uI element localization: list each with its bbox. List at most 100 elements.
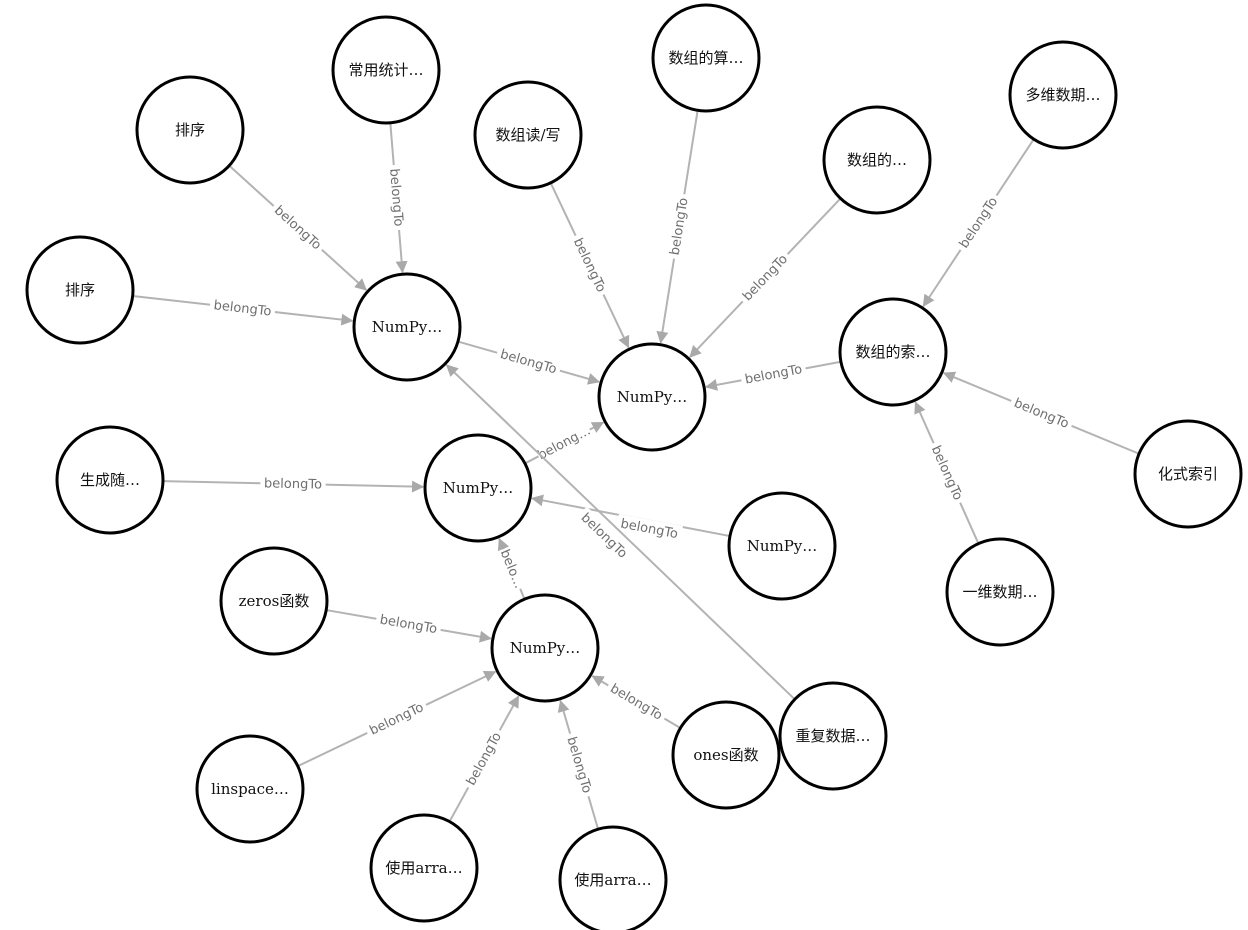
edge-label: belongTo (957, 195, 1002, 252)
graph-node-numpy_a[interactable]: NumPy… (352, 272, 462, 382)
edge-arra1-numpy_c: belongTo (448, 695, 520, 823)
edge-label-background (739, 359, 807, 388)
node-circle[interactable] (369, 813, 479, 923)
edge-label: belongTo (740, 252, 791, 304)
node-label: NumPy… (747, 537, 818, 555)
graph-node-duxie[interactable]: 数组读/写 (473, 80, 583, 190)
graph-node-ones[interactable]: ones函数 (671, 700, 781, 810)
node-circle[interactable] (423, 433, 533, 543)
node-label: NumPy… (443, 479, 514, 497)
graph-node-numpy_b[interactable]: NumPy… (423, 433, 533, 543)
node-circle[interactable] (597, 342, 707, 452)
graph-node-chongfu[interactable]: 重复数据… (778, 681, 888, 791)
node-circle[interactable] (1008, 40, 1118, 150)
edge-numpy_a-numpy_center: belongTo (457, 340, 601, 385)
edge-shengcheng-numpy_b: belongTo (162, 474, 425, 493)
graph-node-yiwei[interactable]: 一维数期… (945, 537, 1055, 647)
edge-yiwei-suoyin: belongTo (914, 401, 980, 545)
node-label: 数组的… (847, 151, 907, 169)
edge-label-background (569, 231, 612, 298)
edge-label-background (386, 164, 409, 231)
edge-label: belongTo (563, 735, 594, 795)
node-circle[interactable] (473, 80, 583, 190)
edge-line (445, 364, 796, 701)
node-label: 生成随… (80, 471, 140, 489)
edge-ones-numpy_c: belongTo (591, 675, 681, 729)
edge-label-group: belongTo (569, 231, 612, 298)
graph-node-numpy_c[interactable]: NumPy… (490, 593, 600, 703)
edge-label-background (497, 545, 529, 592)
edge-changyong-numpy_a: belongTo (386, 122, 409, 274)
node-circle[interactable] (558, 825, 668, 930)
edge-label-group: belongTo (953, 190, 1003, 254)
graph-node-de[interactable]: 数组的… (822, 105, 932, 215)
graph-node-suoyin[interactable]: 数组的索… (838, 297, 948, 407)
edge-suan-numpy_center: belongTo (656, 110, 699, 344)
edge-label: belo… (497, 547, 527, 590)
node-circle[interactable] (352, 272, 462, 382)
node-label: 数组读/写 (495, 126, 560, 144)
edge-label-background (209, 295, 276, 320)
node-circle[interactable] (25, 235, 135, 345)
graph-node-arra1[interactable]: 使用arra… (369, 813, 479, 923)
node-circle[interactable] (945, 537, 1055, 647)
node-label: 数组的索… (855, 343, 930, 361)
graph-node-changyong[interactable]: 常用统计… (331, 15, 441, 125)
graph-node-linspace[interactable]: linspace… (195, 734, 305, 844)
edge-label-group: belongTo (604, 677, 670, 725)
node-circle[interactable] (55, 425, 165, 535)
edge-label-background (1008, 392, 1075, 433)
graph-node-arra2[interactable]: 使用arra… (558, 825, 668, 930)
graph-node-paixu2[interactable]: 排序 (25, 235, 135, 345)
edge-numpy_b-numpy_center: belong… (524, 421, 605, 465)
edge-label: belongTo (213, 298, 272, 319)
edge-label-group: belongTo (739, 359, 807, 388)
edge-linspace-numpy_c: belongTo (297, 670, 497, 768)
edge-label-background (927, 439, 969, 506)
graph-node-numpy_center[interactable]: NumPy… (597, 342, 707, 452)
edge-label-group: belongTo (1008, 392, 1075, 433)
node-label: 重复数据… (795, 727, 870, 745)
node-circle[interactable] (135, 75, 245, 185)
node-label: 排序 (175, 121, 205, 139)
edge-label-background (495, 344, 563, 378)
node-circle[interactable] (727, 491, 837, 601)
edge-label-group: belongTo (209, 295, 276, 320)
node-label: 排序 (65, 281, 95, 299)
edge-label-background (604, 677, 670, 725)
graph-node-paixu1[interactable]: 排序 (135, 75, 245, 185)
node-circle[interactable] (195, 734, 305, 844)
graph-node-duowei[interactable]: 多维数期… (1008, 40, 1118, 150)
node-circle[interactable] (1133, 419, 1243, 529)
node-circle[interactable] (331, 15, 441, 125)
edge-label-group: belongTo (260, 474, 326, 493)
node-circle[interactable] (778, 681, 888, 791)
edge-label-group: belo… (497, 545, 529, 592)
edge-duowei-suoyin: belongTo (922, 138, 1035, 307)
node-circle[interactable] (490, 593, 600, 703)
graph-node-huashi[interactable]: 化式索引 (1133, 419, 1243, 529)
edge-paixu2-numpy_a: belongTo (132, 294, 354, 326)
graph-node-shengcheng[interactable]: 生成随… (55, 425, 165, 535)
edge-label-group: belongTo (375, 609, 443, 637)
node-circle[interactable] (838, 297, 948, 407)
edge-label: belongTo (1012, 396, 1071, 432)
node-label: 数组的算… (668, 49, 743, 67)
edge-arra2-numpy_c: belongTo (557, 699, 600, 830)
edge-label-background (665, 192, 692, 260)
node-circle[interactable] (671, 700, 781, 810)
node-circle[interactable] (822, 105, 932, 215)
edge-label: belongTo (498, 347, 558, 377)
node-circle[interactable] (651, 3, 761, 113)
node-circle[interactable] (219, 546, 329, 656)
graph-node-suan[interactable]: 数组的算… (651, 3, 761, 113)
edge-label-background (260, 474, 326, 492)
edge-label-group: belongTo (927, 439, 969, 506)
edge-label-group: belongTo (386, 164, 409, 231)
node-label: 使用arra… (385, 859, 462, 877)
node-label: NumPy… (510, 639, 581, 657)
edge-label-group: belongTo (665, 192, 692, 260)
graph-node-zeros[interactable]: zeros函数 (219, 546, 329, 656)
graph-node-numpy_right[interactable]: NumPy… (727, 491, 837, 601)
edge-label: belongTo (464, 730, 505, 788)
